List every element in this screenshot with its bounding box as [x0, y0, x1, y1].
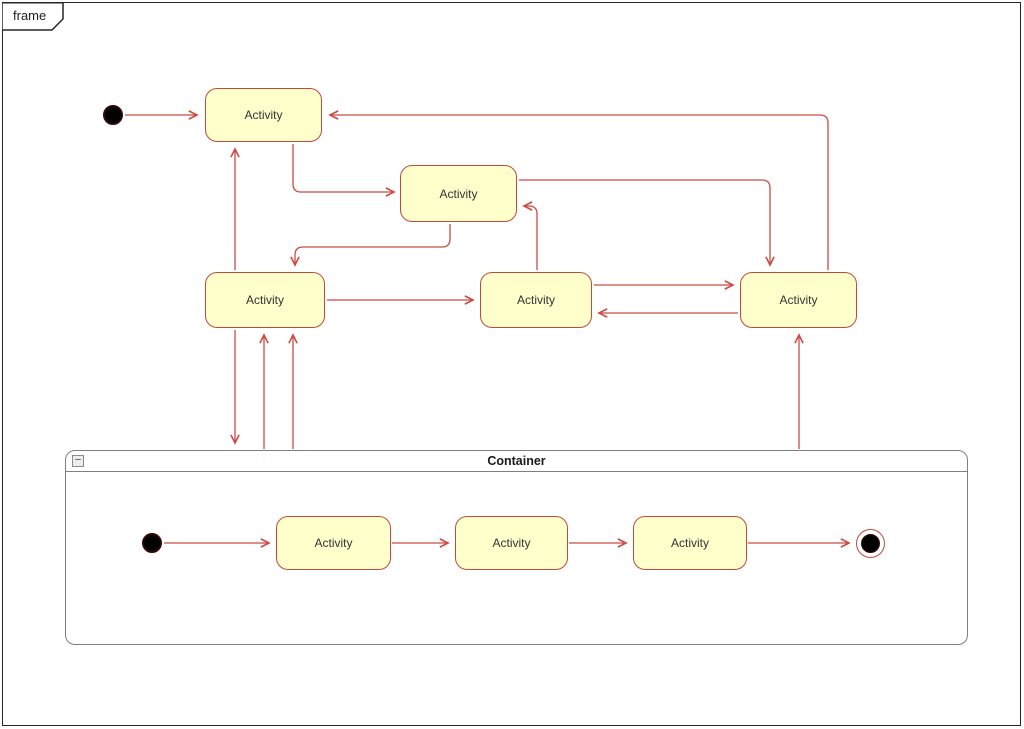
state-label: Activity	[492, 536, 531, 550]
container-state-activity-1[interactable]: Activity	[276, 516, 391, 570]
state-activity-upper-middle[interactable]: Activity	[400, 165, 517, 222]
frame-tab-shape	[1, 2, 64, 31]
state-activity-top[interactable]: Activity	[205, 88, 322, 142]
final-node-core	[861, 534, 880, 553]
collapse-icon[interactable]: −	[72, 455, 84, 467]
container-state-activity-2[interactable]: Activity	[455, 516, 568, 570]
edge-top-activity-to-upper-middle-activity	[292, 144, 394, 192]
state-label: Activity	[516, 293, 555, 307]
state-activity-left[interactable]: Activity	[205, 272, 325, 328]
state-label: Activity	[244, 108, 283, 122]
state-activity-middle[interactable]: Activity	[480, 272, 592, 328]
container-initial-node[interactable]	[142, 533, 162, 553]
state-label: Activity	[439, 186, 478, 201]
container-title: Container	[487, 454, 546, 468]
edge-middle-activity-to-upper-middle-activity	[524, 206, 538, 270]
container-header: − Container	[66, 451, 967, 472]
frame-label: frame	[13, 8, 47, 23]
container-state[interactable]: − Container	[65, 450, 968, 645]
final-node[interactable]	[856, 529, 885, 558]
state-label: Activity	[245, 293, 284, 307]
edge-upper-middle-activity-to-left-activity	[295, 224, 451, 265]
edge-upper-middle-activity-to-right-activity-top	[519, 179, 770, 265]
state-label: Activity	[670, 536, 709, 550]
state-label: Activity	[779, 293, 818, 307]
initial-node[interactable]	[103, 105, 123, 125]
state-activity-right[interactable]: Activity	[740, 272, 857, 328]
container-state-activity-3[interactable]: Activity	[633, 516, 747, 570]
state-label: Activity	[314, 536, 353, 550]
diagram-frame-tab: frame	[1, 2, 72, 34]
